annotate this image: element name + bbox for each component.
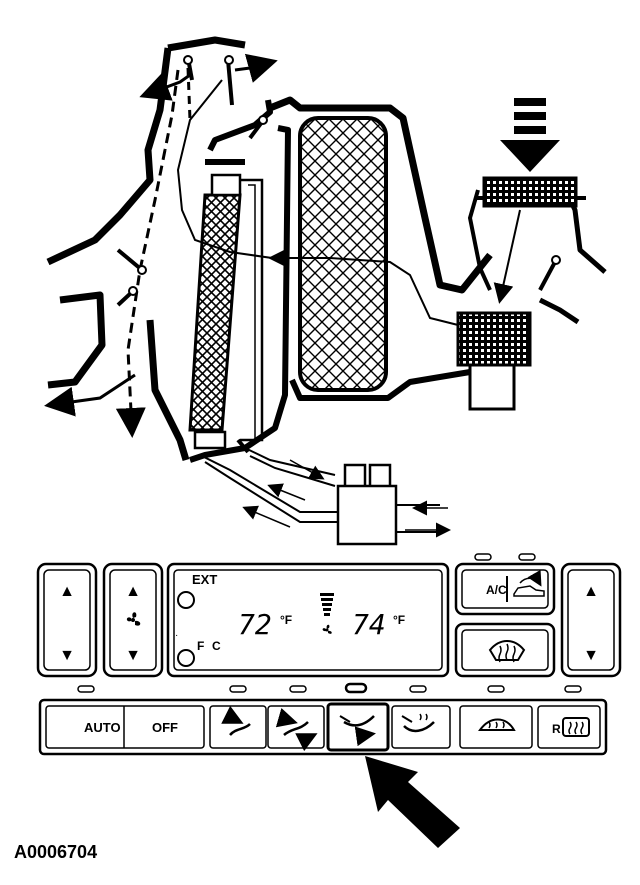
- fan-up-button[interactable]: ▲: [125, 583, 141, 600]
- coolant-valve: [336, 463, 440, 546]
- figure-id: A0006704: [14, 842, 98, 862]
- off-label: OFF: [152, 720, 178, 735]
- ac-recirc-button[interactable]: A/C: [454, 562, 556, 616]
- right-temp-up-button[interactable]: ▲: [583, 583, 599, 600]
- panel-mode-button[interactable]: [209, 705, 267, 749]
- auto-label: AUTO: [84, 720, 121, 735]
- panel-floor-mode-button[interactable]: [267, 705, 325, 752]
- windshield-defrost-icon: [478, 718, 516, 731]
- temp-left-unit: °F: [280, 613, 292, 627]
- max-defrost-button[interactable]: [454, 622, 556, 678]
- floor-defrost-icon: [401, 713, 435, 733]
- pointer-arrow: [365, 756, 460, 848]
- left-temp-up-button[interactable]: ▲: [59, 583, 75, 600]
- left-temp-down-button[interactable]: ▼: [59, 647, 75, 664]
- recirc-indicator: [518, 553, 536, 561]
- airflow-bar-icon: [320, 593, 334, 634]
- panel-vent-icon: [221, 705, 251, 736]
- rear-defrost-label: R: [552, 722, 561, 736]
- temp-left-value: 72: [238, 608, 272, 641]
- fc-indicator: [177, 649, 195, 667]
- fresh-air-arrow: [500, 98, 560, 172]
- hvac-plenum: [44, 36, 607, 546]
- ext-label: EXT: [192, 572, 217, 587]
- defrost-icon: [488, 640, 526, 663]
- panel-floor-icon: [275, 707, 318, 752]
- temp-right-value: 74: [352, 608, 386, 641]
- right-temp-down-button[interactable]: ▼: [583, 647, 599, 664]
- rear-window-defrost-icon: [562, 717, 590, 737]
- right-temp-control[interactable]: ▲ ▼: [560, 562, 622, 678]
- c-label: C: [212, 639, 221, 653]
- ac-label: A/C: [486, 583, 507, 597]
- defrost-mode-button[interactable]: [459, 705, 533, 749]
- rear-defrost-button[interactable]: R: [537, 705, 601, 749]
- fan-speed-control[interactable]: ▲ ▼: [102, 562, 164, 678]
- heater-core: [188, 173, 264, 450]
- auto-off-button[interactable]: AUTO OFF: [45, 705, 205, 749]
- svg-text:·: ·: [175, 630, 178, 641]
- ac-indicator: [474, 553, 492, 561]
- recirculation-icon: [513, 569, 545, 597]
- temp-right-unit: °F: [393, 613, 405, 627]
- floor-mode-button[interactable]: [326, 702, 390, 752]
- blower-motor: [456, 311, 532, 411]
- f-label: F: [197, 639, 204, 653]
- left-temp-control[interactable]: ▲ ▼: [36, 562, 98, 678]
- temperature-display: EXT · F C 72 °F 74 °F: [166, 562, 450, 678]
- mode-indicator-row: [77, 682, 582, 694]
- fan-down-button[interactable]: ▼: [125, 647, 141, 664]
- floor-defrost-mode-button[interactable]: [391, 705, 451, 749]
- floor-icon: [339, 715, 376, 747]
- climate-control-panel: ▲ ▼ ▲ ▼ EXT · F C 72 °: [36, 553, 622, 756]
- ext-indicator: [177, 591, 195, 609]
- fan-icon: [126, 612, 141, 626]
